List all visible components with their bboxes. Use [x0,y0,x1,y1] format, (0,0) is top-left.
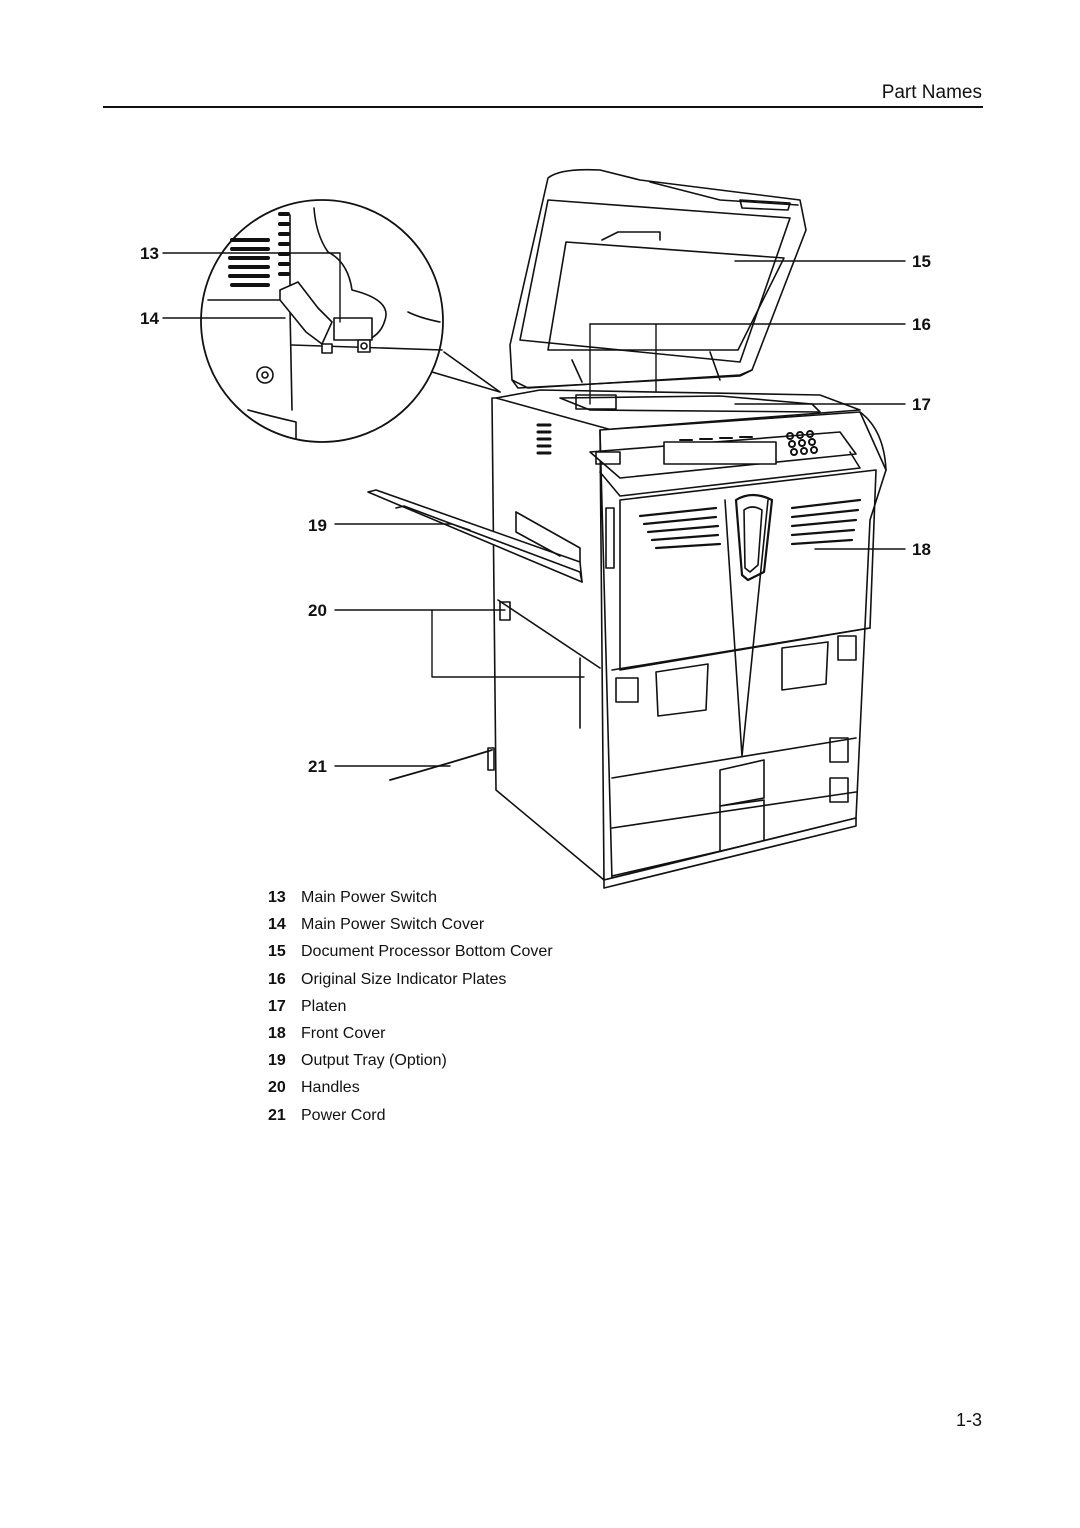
part-number: 20 [268,1079,286,1097]
header-rule [103,106,983,108]
callout-21: 21 [308,757,327,776]
part-label: Handles [301,1079,360,1097]
callout-18: 18 [912,540,931,559]
callout-15: 15 [912,252,931,271]
part-label: Document Processor Bottom Cover [301,943,553,961]
list-item: 13 Main Power Switch [268,888,553,915]
part-label: Front Cover [301,1024,386,1042]
part-number: 17 [268,997,286,1015]
part-label: Power Cord [301,1106,386,1124]
part-number: 13 [268,889,286,906]
list-item: 21 Power Cord [268,1106,553,1133]
list-item: 18 Front Cover [268,1024,553,1051]
part-label: Platen [301,997,347,1015]
paper-drawers [603,627,871,889]
parts-list: 13 Main Power Switch 14 Main Power Switch … [268,888,553,1133]
callout-19: 19 [308,516,327,535]
page-number: 1-3 [955,1410,982,1430]
part-label: Output Tray (Option) [301,1052,447,1070]
callout-16: 16 [912,315,931,334]
part-label: Original Size Indicator Plates [301,970,507,988]
part-number: 19 [268,1052,286,1070]
callout-13: 13 [140,244,159,263]
part-number: 21 [268,1106,286,1124]
main-power-switch-inset [200,199,501,443]
list-item: 16 Original Size Indicator Plates [268,970,553,997]
inset-vent-slots [228,212,290,287]
callout-17: 17 [912,395,931,414]
part-number: 15 [268,943,286,961]
part-number: 16 [268,970,286,988]
part-label: Main Power Switch [301,889,438,906]
document-processor [509,168,807,389]
list-item: 19 Output Tray (Option) [268,1051,553,1078]
part-number: 18 [268,1024,286,1042]
part-number: 14 [268,916,286,934]
list-item: 20 Handles [268,1078,553,1105]
callout-14: 14 [140,309,159,328]
power-cord [389,749,493,781]
list-item: 17 Platen [268,997,553,1024]
page-header-title: Part Names [881,82,982,103]
callout-20: 20 [308,601,327,620]
list-item: 15 Document Processor Bottom Cover [268,942,553,969]
output-tray [367,489,583,583]
part-label: Main Power Switch Cover [301,916,485,934]
list-item: 14 Main Power Switch Cover [268,915,553,942]
leader-lines [162,252,906,767]
operation-panel [589,430,861,497]
